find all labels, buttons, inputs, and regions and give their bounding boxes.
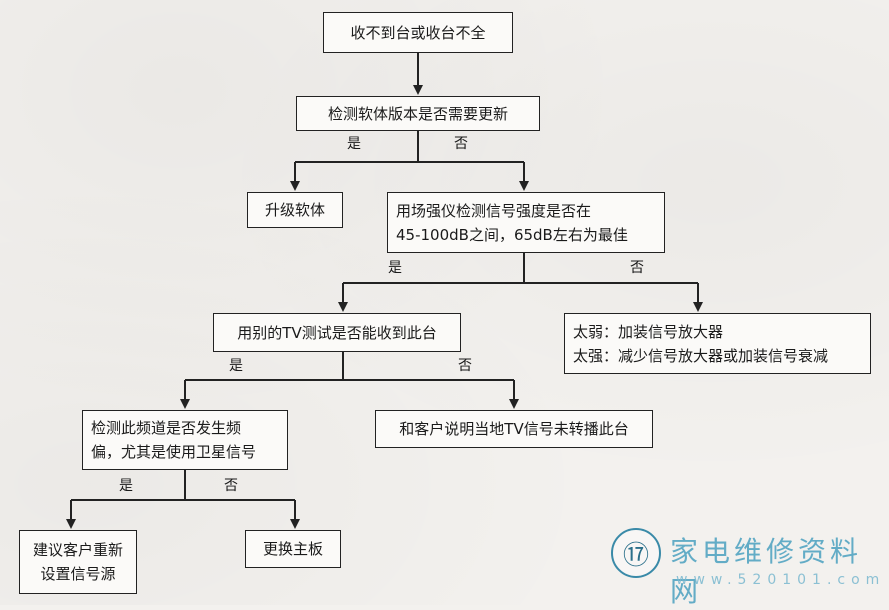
node-reset-source-line2: 设置信号源 <box>40 565 116 583</box>
watermark-title: 家电维修资料网 <box>670 535 863 608</box>
node-amplifier: 太弱：加装信号放大器 太强：减少信号放大器或加装信号衰减 <box>564 313 871 374</box>
node-amplifier-line2: 太强：减少信号放大器或加装信号衰减 <box>573 346 829 365</box>
label-yes-4: 是 <box>119 478 133 494</box>
node-reset-source-line1: 建议客户重新 <box>32 541 123 559</box>
label-yes-1: 是 <box>347 136 361 152</box>
node-other-tv-text: 用别的TV测试是否能收到此台 <box>237 323 437 342</box>
node-reset-source: 建议客户重新 设置信号源 <box>19 530 137 594</box>
node-signal-check-line1: 用场强仪检测信号强度是否在 <box>396 201 592 220</box>
node-freq-offset-line2: 偏，尤其是使用卫星信号 <box>91 443 257 461</box>
node-replace-board: 更换主板 <box>245 530 341 568</box>
node-start: 收不到台或收台不全 <box>323 12 513 53</box>
node-signal-check: 用场强仪检测信号强度是否在 45-100dB之间，65dB左右为最佳 <box>387 192 665 253</box>
node-start-text: 收不到台或收台不全 <box>350 23 486 42</box>
label-yes-3: 是 <box>229 358 243 374</box>
node-other-tv: 用别的TV测试是否能收到此台 <box>213 313 461 352</box>
label-no-4: 否 <box>224 478 238 494</box>
node-signal-check-line2: 45-100dB之间，65dB左右为最佳 <box>396 225 628 244</box>
node-upgrade: 升级软体 <box>247 192 343 228</box>
watermark-url: www.520101.com <box>676 572 886 588</box>
node-amplifier-line1: 太弱：加装信号放大器 <box>573 322 724 341</box>
node-freq-offset: 检测此频道是否发生频 偏，尤其是使用卫星信号 <box>82 410 288 470</box>
label-no-3: 否 <box>458 358 472 374</box>
label-no-2: 否 <box>630 260 644 276</box>
label-no-1: 否 <box>454 136 468 152</box>
node-freq-offset-line1: 检测此频道是否发生频 <box>91 419 242 437</box>
node-check-software-text: 检测软体版本是否需要更新 <box>327 104 508 123</box>
node-replace-board-text: 更换主板 <box>262 540 323 558</box>
label-yes-2: 是 <box>388 260 402 276</box>
page-number-badge: ⑰ <box>611 528 661 578</box>
node-check-software: 检测软体版本是否需要更新 <box>296 96 540 131</box>
node-not-broadcast-text: 和客户说明当地TV信号未转播此台 <box>399 420 629 438</box>
node-upgrade-text: 升级软体 <box>264 201 325 219</box>
node-not-broadcast: 和客户说明当地TV信号未转播此台 <box>375 410 653 448</box>
